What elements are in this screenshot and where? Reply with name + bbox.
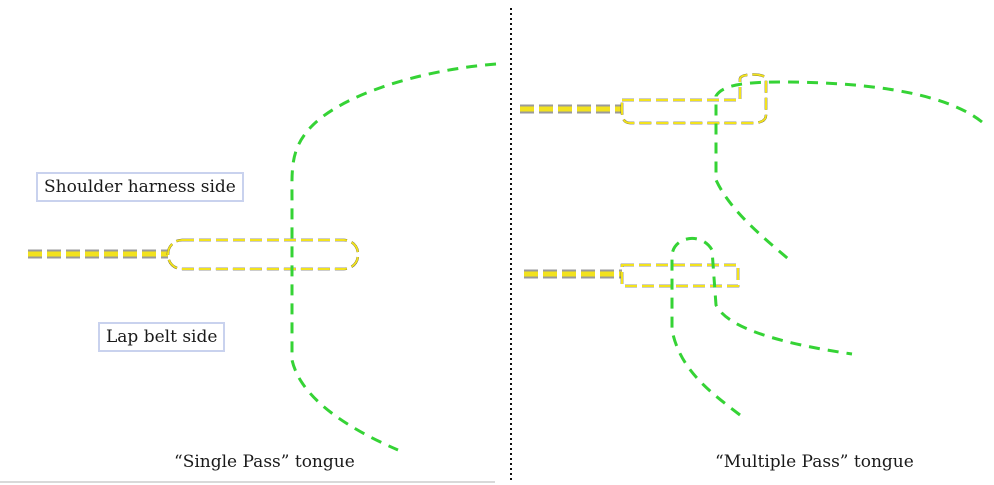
lap-belt-label: Lap belt side bbox=[98, 322, 226, 352]
multiple-pass-bottom-tongue bbox=[620, 263, 740, 288]
multiple-pass-caption: “Multiple Pass” tongue bbox=[715, 452, 914, 472]
multiple-pass-top-routing bbox=[714, 80, 983, 264]
single-pass-caption: “Single Pass” tongue bbox=[174, 452, 355, 472]
shoulder-harness-label: Shoulder harness side bbox=[36, 172, 244, 202]
multiple-pass-bottom-routing bbox=[670, 236, 853, 417]
single-pass-panel bbox=[28, 62, 497, 452]
single-pass-tongue-loop bbox=[166, 238, 360, 271]
multiple-pass-top-tongue bbox=[620, 73, 768, 125]
single-pass-routing-path bbox=[290, 62, 497, 452]
multiple-pass-panel bbox=[520, 73, 983, 417]
